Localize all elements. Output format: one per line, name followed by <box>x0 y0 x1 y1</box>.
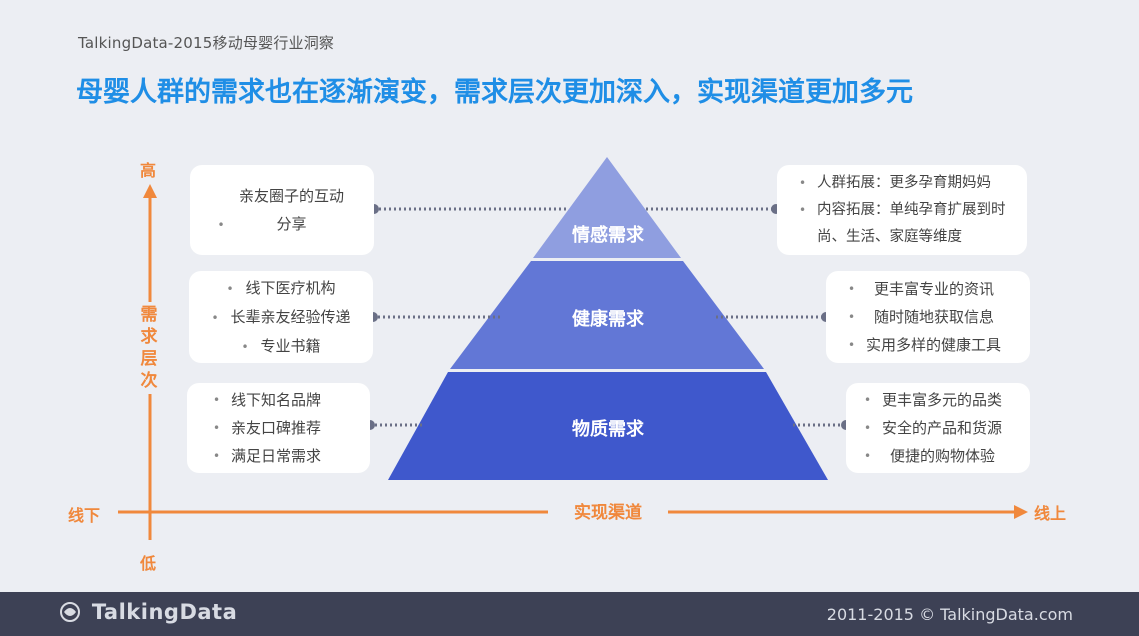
page-title: 母婴人群的需求也在逐渐演变，需求层次更加深入，实现渠道更加多元 <box>76 77 913 108</box>
list-item: 专业书籍 <box>199 332 363 361</box>
talkingdata-logo-icon <box>60 600 88 624</box>
x-axis-title: 实现渠道 <box>548 500 668 526</box>
list-item: 长辈亲友经验传递 <box>199 303 363 332</box>
tier-label-emotion: 情感需求 <box>572 225 644 246</box>
tier-label-health: 健康需求 <box>572 309 644 330</box>
logo-text: TalkingData <box>91 600 238 624</box>
tier-label-material: 物质需求 <box>572 419 644 440</box>
list-item: 亲友口碑推荐 <box>213 414 360 442</box>
list-item: 实用多样的健康工具 <box>848 331 1020 359</box>
online-box-health: 更丰富专业的资讯 随时随地获取信息 实用多样的健康工具 <box>826 271 1030 363</box>
x-axis-right-label: 线上 <box>1034 504 1067 523</box>
pyramid-tier-material <box>388 372 828 480</box>
y-axis-title-text: 需 求 层 次 <box>140 305 158 391</box>
list-item: 线下知名品牌 <box>213 386 360 414</box>
footer: TalkingData 2011-2015 © TalkingData.com <box>0 592 1139 636</box>
offline-box-material: 线下知名品牌 亲友口碑推荐 满足日常需求 <box>187 383 370 473</box>
y-axis-high-label: 高 <box>140 161 157 180</box>
pyramid-tier-emotion <box>533 157 681 258</box>
list-item: 满足日常需求 <box>213 442 360 470</box>
talkingdata-logo[interactable]: TalkingData <box>60 600 237 624</box>
list-item: 亲友圈子的互动分享 <box>200 182 364 239</box>
copyright: 2011-2015 © TalkingData.com <box>826 605 1073 624</box>
online-box-emotion: 人群拓展：更多孕育期妈妈 内容拓展：单纯孕育扩展到时尚、生活、家庭等维度 <box>777 165 1027 255</box>
list-item: 随时随地获取信息 <box>848 303 1020 331</box>
online-emotion-list: 人群拓展：更多孕育期妈妈 内容拓展：单纯孕育扩展到时尚、生活、家庭等维度 <box>799 169 1017 251</box>
list-item: 内容拓展：单纯孕育扩展到时尚、生活、家庭等维度 <box>799 197 1017 251</box>
subtitle: TalkingData-2015移动母婴行业洞察 <box>78 34 335 52</box>
online-box-material: 更丰富多元的品类 安全的产品和货源 便捷的购物体验 <box>846 383 1030 473</box>
offline-health-list: 线下医疗机构 长辈亲友经验传递 专业书籍 <box>199 274 363 361</box>
x-axis-arrow <box>1014 505 1028 519</box>
offline-box-emotion: 亲友圈子的互动分享 <box>190 165 374 255</box>
list-item: 更丰富多元的品类 <box>864 386 1020 414</box>
x-axis-left-label: 线下 <box>68 506 101 525</box>
online-material-list: 更丰富多元的品类 安全的产品和货源 便捷的购物体验 <box>864 386 1020 470</box>
y-axis-arrow <box>143 184 157 198</box>
offline-emotion-list: 亲友圈子的互动分享 <box>200 182 364 239</box>
list-item: 便捷的购物体验 <box>864 442 1020 470</box>
pyramid-tier-health <box>450 261 764 369</box>
y-axis-title: 需 求 层 次 <box>135 302 163 394</box>
offline-material-list: 线下知名品牌 亲友口碑推荐 满足日常需求 <box>213 386 360 470</box>
list-item: 安全的产品和货源 <box>864 414 1020 442</box>
y-axis-low-label: 低 <box>140 554 157 573</box>
online-health-list: 更丰富专业的资讯 随时随地获取信息 实用多样的健康工具 <box>848 275 1020 359</box>
offline-box-health: 线下医疗机构 长辈亲友经验传递 专业书籍 <box>189 271 373 363</box>
list-item: 更丰富专业的资讯 <box>848 275 1020 303</box>
list-item: 人群拓展：更多孕育期妈妈 <box>799 169 1017 197</box>
list-item: 线下医疗机构 <box>199 274 363 303</box>
